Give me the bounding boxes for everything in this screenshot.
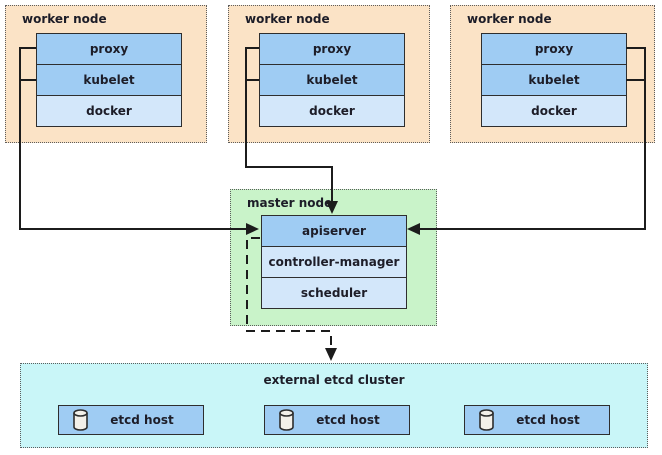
component-proxy: proxy — [481, 33, 627, 65]
component-docker: docker — [36, 95, 182, 127]
etcd-host-label: etcd host — [316, 413, 380, 427]
master-node-title: master node — [247, 196, 333, 210]
worker-node-2-title: worker node — [245, 12, 330, 26]
etcd-host-1: etcd host — [58, 405, 204, 435]
component-apiserver: apiserver — [261, 215, 407, 247]
master-node: master node apiserver controller-manager… — [230, 189, 437, 326]
worker-node-3: worker node proxy kubelet docker — [450, 5, 655, 143]
worker-node-1-title: worker node — [22, 12, 107, 26]
database-icon — [478, 409, 495, 431]
worker-node-3-title: worker node — [467, 12, 552, 26]
etcd-host-2: etcd host — [264, 405, 410, 435]
external-etcd-cluster: external etcd cluster etcd host etcd hos… — [20, 363, 648, 448]
component-docker: docker — [481, 95, 627, 127]
component-proxy: proxy — [36, 33, 182, 65]
etcd-cluster-title: external etcd cluster — [263, 373, 405, 387]
worker-node-2-stack: proxy kubelet docker — [259, 33, 405, 127]
component-scheduler: scheduler — [261, 277, 407, 309]
worker-node-3-stack: proxy kubelet docker — [481, 33, 627, 127]
etcd-host-label: etcd host — [516, 413, 580, 427]
database-icon — [278, 409, 295, 431]
worker-node-1-stack: proxy kubelet docker — [36, 33, 182, 127]
etcd-host-label: etcd host — [110, 413, 174, 427]
etcd-host-3: etcd host — [464, 405, 610, 435]
component-kubelet: kubelet — [481, 64, 627, 96]
component-kubelet: kubelet — [259, 64, 405, 96]
worker-node-2: worker node proxy kubelet docker — [228, 5, 430, 143]
master-node-stack: apiserver controller-manager scheduler — [261, 215, 407, 309]
component-proxy: proxy — [259, 33, 405, 65]
component-docker: docker — [259, 95, 405, 127]
component-controller-manager: controller-manager — [261, 246, 407, 278]
component-kubelet: kubelet — [36, 64, 182, 96]
database-icon — [72, 409, 89, 431]
worker-node-1: worker node proxy kubelet docker — [5, 5, 207, 143]
